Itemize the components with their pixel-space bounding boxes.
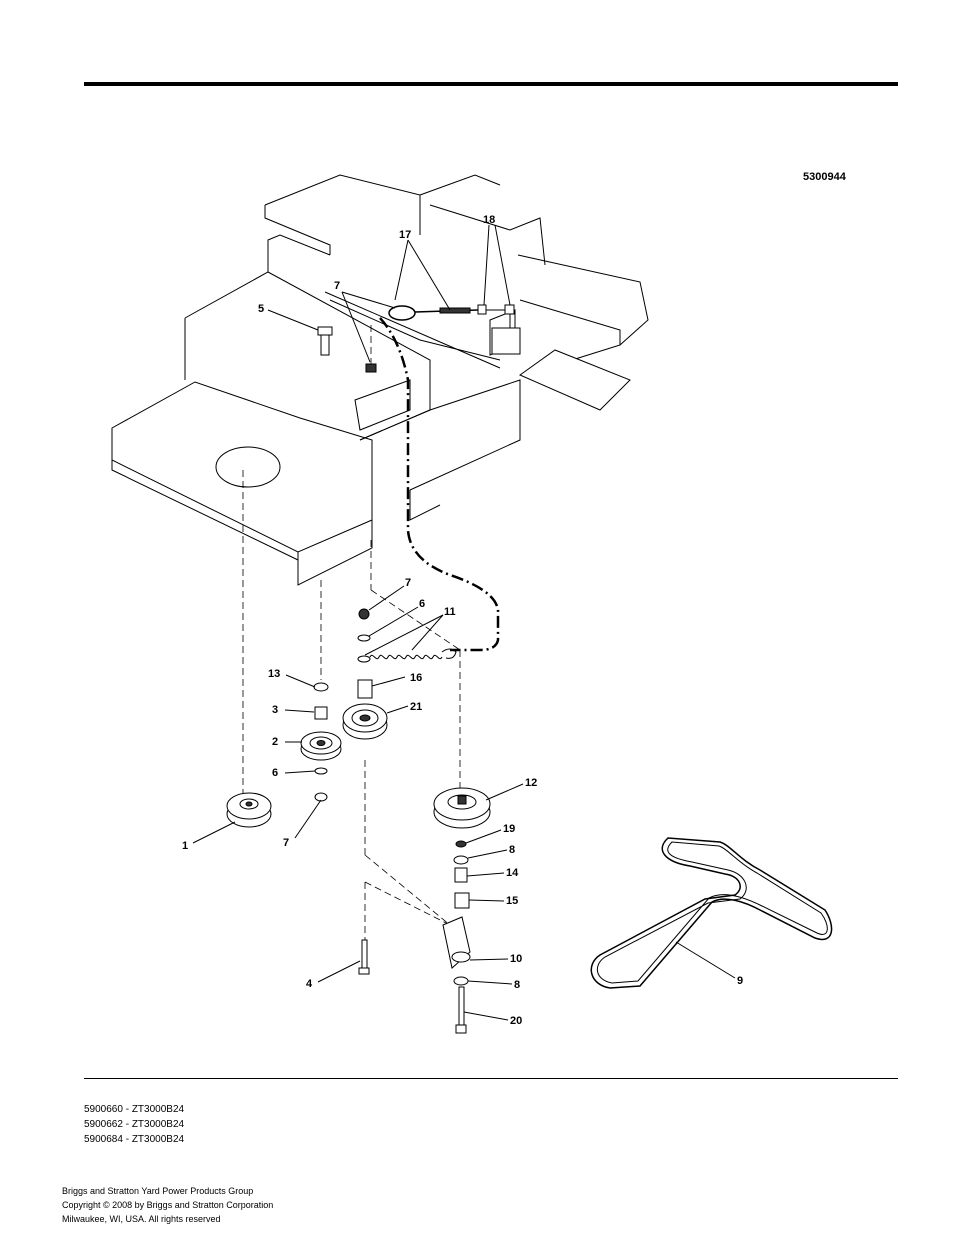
eye-bolt [388, 305, 416, 321]
company-name: Briggs and Stratton Yard Power Products … [62, 1186, 254, 1196]
nut-7-top [365, 363, 377, 373]
spacer-16 [357, 679, 373, 699]
header-rule [84, 82, 898, 86]
callout-7-top: 7 [334, 280, 340, 292]
diagram-number: 5300944 [803, 171, 846, 183]
nut-7-lower [314, 792, 328, 802]
bushing-3 [314, 706, 328, 720]
callout-13: 13 [268, 668, 280, 680]
copyright-footer: Briggs and Stratton Yard Power Products … [62, 1184, 273, 1226]
model-list: 5900660 - ZT3000B24 5900662 - ZT3000B24 … [84, 1102, 184, 1147]
washer-19 [455, 840, 467, 848]
bolt-5 [317, 326, 333, 356]
callout-7-mid: 7 [405, 577, 411, 589]
callout-16: 16 [410, 672, 422, 684]
bolt-20 [455, 986, 467, 1034]
engine-pulley-1 [226, 792, 272, 828]
callout-11: 11 [444, 606, 456, 618]
model-line: 5900660 - ZT3000B24 [84, 1104, 185, 1115]
model-line: 5900684 - ZT3000B24 [84, 1134, 185, 1145]
footer-rule [84, 1078, 898, 1079]
rights-line: Milwaukee, WI, USA. All rights reserved [62, 1214, 221, 1224]
drive-belt-9 [590, 837, 833, 989]
washer-8 [453, 855, 469, 865]
callout-19: 19 [503, 823, 515, 835]
callout-2: 2 [272, 736, 278, 748]
callout-6-lower: 6 [272, 767, 278, 779]
callout-7-lower: 7 [283, 837, 289, 849]
leader-lines [192, 224, 736, 1021]
bolt-4 [358, 939, 370, 975]
washer-6-lower [314, 767, 328, 775]
callout-4: 4 [306, 978, 313, 990]
spacer-15 [454, 892, 470, 909]
callout-1: 1 [182, 840, 188, 852]
callout-18: 18 [483, 214, 495, 226]
model-line: 5900662 - ZT3000B24 [84, 1119, 185, 1130]
callout-5: 5 [258, 303, 264, 315]
callout-21: 21 [410, 701, 422, 713]
callout-10: 10 [510, 953, 522, 965]
callout-labels: 18 17 7 5 7 6 11 13 16 21 3 2 6 12 7 1 1… [182, 214, 743, 1027]
idler-pulley-2 [300, 731, 342, 761]
mower-frame [111, 174, 649, 586]
assembly-lines [242, 325, 461, 942]
spacer-14 [454, 867, 468, 883]
spring-11 [369, 654, 443, 660]
callout-17: 17 [399, 229, 411, 241]
washer-6 [357, 634, 371, 642]
callout-8: 8 [509, 844, 515, 856]
copyright-line: Copyright © 2008 by Briggs and Stratton … [62, 1200, 274, 1210]
brake-cable-path [379, 317, 500, 652]
callout-14: 14 [506, 867, 519, 879]
callout-3: 3 [272, 704, 278, 716]
idler-pulley-12 [433, 787, 491, 829]
callout-15: 15 [506, 895, 518, 907]
callout-20: 20 [510, 1015, 522, 1027]
callout-8-lower: 8 [514, 979, 520, 991]
nut-7-mid [358, 608, 370, 620]
callout-12: 12 [525, 777, 537, 789]
washer-13 [313, 682, 329, 692]
callout-6: 6 [419, 598, 425, 610]
callout-9: 9 [737, 975, 743, 987]
washer-8-lower [453, 976, 469, 986]
idler-pulley-21 [342, 703, 388, 740]
